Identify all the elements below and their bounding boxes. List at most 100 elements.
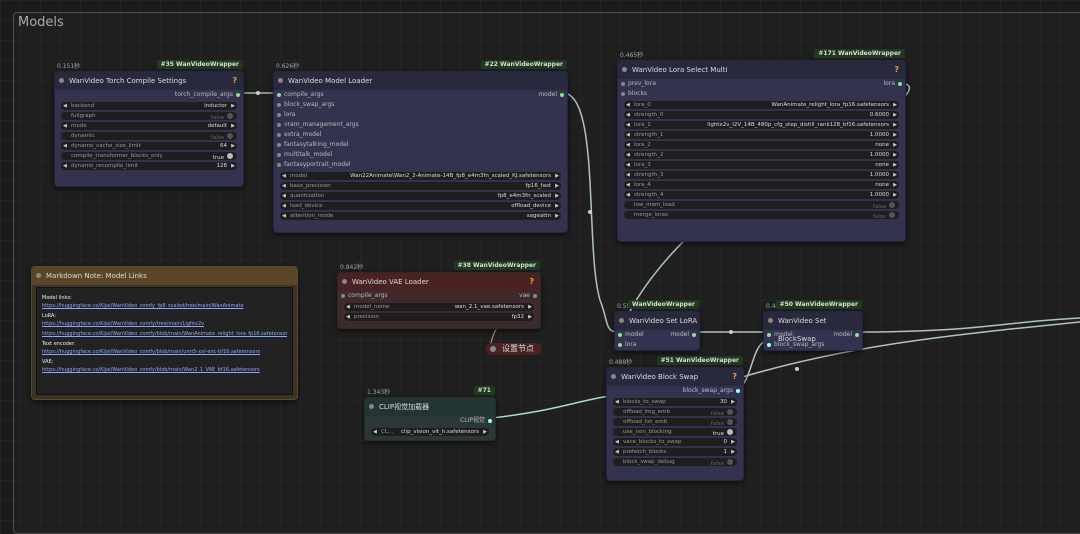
toggle-icon <box>727 409 733 415</box>
node-clip-vision-loader[interactable]: 1.343秒 #71 CLIP视觉加载器 CLIP视觉 CL...clip_vi… <box>364 386 496 441</box>
input-model[interactable]: model <box>615 330 699 340</box>
md-link[interactable]: https://huggingface.co/Kijai/WanVideo_co… <box>42 303 244 309</box>
node-header[interactable]: CLIP视觉加载器 <box>365 398 495 416</box>
widget-strength-1[interactable]: strength_11.0000 <box>624 131 899 139</box>
node-markdown-note[interactable]: Markdown Note: Model Links Model links: … <box>31 266 298 400</box>
node-header[interactable]: WanVideo Torch Compile Settings? <box>55 72 243 90</box>
node-badge: #171 WanVideoWrapper <box>814 49 905 58</box>
node-vae-loader[interactable]: 0.842秒 #38 WanVideoWrapper WanVideo VAE … <box>337 261 541 329</box>
node-torch-compile-settings[interactable]: 0.151秒 #35 WanVideoWrapper WanVideo Torc… <box>54 60 244 187</box>
help-icon[interactable]: ? <box>529 277 534 286</box>
node-header[interactable]: WanVideo Model Loader <box>274 72 567 90</box>
widget-strength-2[interactable]: strength_21.0000 <box>624 151 899 159</box>
node-header[interactable]: WanVideo Set BlockSwap <box>764 312 862 343</box>
node-badge: #71 <box>473 386 495 395</box>
widget-model[interactable]: modelWan22Animate\Wan2_2-Animate-14B_fp8… <box>280 172 561 180</box>
widget-strength-4[interactable]: strength_41.0000 <box>624 191 899 199</box>
node-timing: 0.488秒 <box>609 359 633 366</box>
widget-strength-0[interactable]: strength_00.6000 <box>624 111 899 119</box>
node-set-blockswap[interactable]: 0.444秒 #50 WanVideoWrapper WanVideo Set … <box>763 300 863 351</box>
input-fantasytalking-model[interactable]: fantasytalking_model <box>274 140 567 150</box>
node-block-swap[interactable]: 0.488秒 #51 WanVideoWrapper WanVideo Bloc… <box>606 356 744 481</box>
input-block-swap-args[interactable]: block_swap_args <box>764 340 862 350</box>
node-title: WanVideo Lora Select Multi <box>632 66 728 74</box>
output-torch-compile-args[interactable]: torch_compile_args <box>55 90 243 100</box>
widget-strength-3[interactable]: strength_31.0000 <box>624 171 899 179</box>
node-header[interactable]: Markdown Note: Model Links <box>32 267 297 285</box>
md-link[interactable]: https://huggingface.co/Kijai/WanVideo_co… <box>42 331 287 337</box>
node-title: Markdown Note: Model Links <box>46 272 147 280</box>
node-badge: #38 WanVideoWrapper <box>453 261 540 270</box>
input-lora[interactable]: lora <box>615 340 699 350</box>
output-model[interactable]: model <box>649 330 699 340</box>
input-block-swap-args[interactable]: block_swap_args <box>274 100 567 110</box>
input-compile-args[interactable]: compile_args <box>274 90 567 100</box>
widget-lora-1[interactable]: lora_1lightx2v_I2V_14B_480p_cfg_step_dis… <box>624 121 899 129</box>
md-heading: VAE: <box>42 359 54 365</box>
node-badge: WanVideoWrapper <box>628 300 699 309</box>
node-title: WanVideo Set LoRA <box>629 317 698 325</box>
widget-lora-0[interactable]: lora_0WanAnimate_relight_lora_fp16.safet… <box>624 101 899 109</box>
md-link[interactable]: https://huggingface.co/Kijai/WanVideo_co… <box>42 349 261 355</box>
input-lora[interactable]: lora <box>274 110 567 120</box>
md-heading: Model links: <box>42 295 72 301</box>
md-link[interactable]: https://huggingface.co/Kijai/WanVideo_co… <box>42 321 205 327</box>
input-extra-model[interactable]: extra_model <box>274 130 567 140</box>
help-icon[interactable]: ? <box>732 372 737 381</box>
toggle-icon <box>227 153 233 159</box>
widget-clip-name[interactable]: CL...clip_vision_vit_h.safetensors <box>371 428 489 436</box>
input-vram-management-args[interactable]: vram_management_args <box>274 120 567 130</box>
input-prev-lora[interactable]: prev_lora <box>618 79 905 89</box>
output-vae[interactable]: vae <box>480 291 540 301</box>
md-link[interactable]: https://huggingface.co/Kijai/WanVideo_co… <box>42 367 260 373</box>
input-fantasyportrait-model[interactable]: fantasyportrait_model <box>274 160 567 170</box>
output-clip-vision[interactable]: CLIP视觉 <box>365 416 495 426</box>
node-set-lora[interactable]: 0.555秒 WanVideoWrapper WanVideo Set LoRA… <box>614 300 700 351</box>
output-block-swap-args[interactable]: block_swap_args <box>607 386 743 396</box>
node-header[interactable]: WanVideo VAE Loader? <box>338 273 540 291</box>
markdown-body: Model links: https://huggingface.co/Kija… <box>36 287 293 395</box>
input-blocks[interactable]: blocks <box>618 89 905 99</box>
node-header[interactable]: WanVideo Lora Select Multi? <box>618 61 905 79</box>
help-icon[interactable]: ? <box>232 76 237 85</box>
input-compile-args[interactable]: compile_args <box>338 291 540 301</box>
output-model[interactable]: model <box>497 90 567 100</box>
node-lora-select-multi[interactable]: 0.465秒 #171 WanVideoWrapper WanVideo Lor… <box>617 49 906 242</box>
input-multitalk-model[interactable]: multitalk_model <box>274 150 567 160</box>
help-icon[interactable]: ? <box>894 65 899 74</box>
node-header[interactable]: WanVideo Block Swap? <box>607 368 743 386</box>
output-lora[interactable]: lora <box>835 79 905 89</box>
toggle-icon <box>889 212 895 218</box>
output-model[interactable]: model <box>812 330 862 340</box>
node-header[interactable]: WanVideo Set LoRA <box>615 312 699 330</box>
input-model[interactable]: model <box>764 330 862 340</box>
node-timing: 1.343秒 <box>367 389 391 396</box>
node-model-loader[interactable]: 0.626秒 #22 WanVideoWrapper WanVideo Mode… <box>273 60 568 233</box>
set-node-reroute[interactable]: 设置节点 <box>486 343 542 355</box>
